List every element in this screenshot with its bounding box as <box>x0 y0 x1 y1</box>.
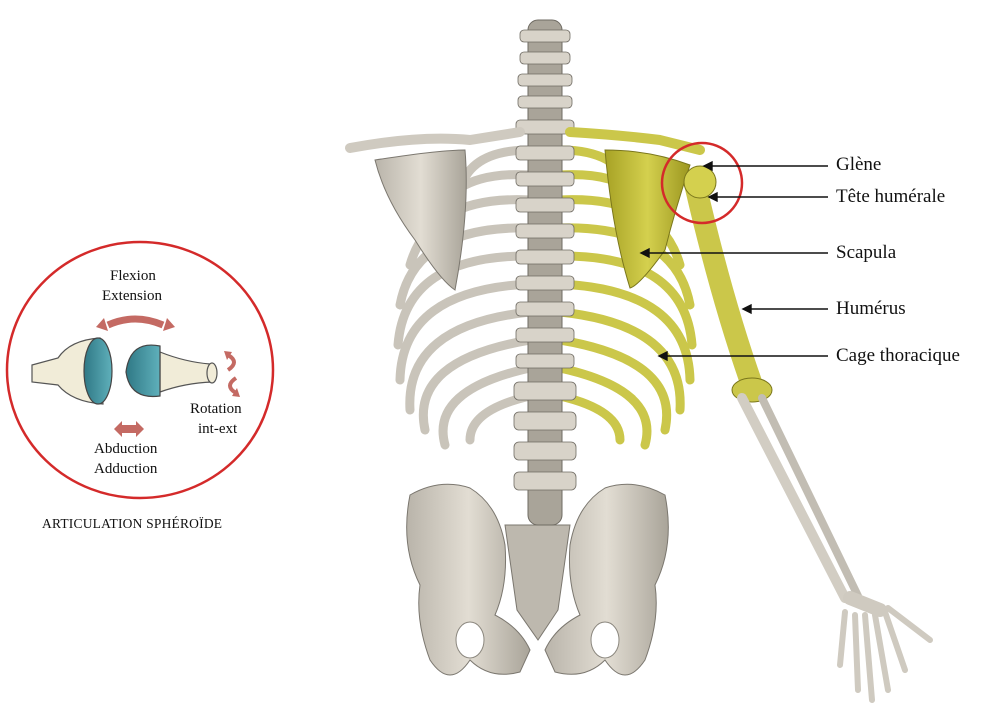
label-extension: Extension <box>102 288 162 305</box>
humerus-leader <box>743 305 828 313</box>
label-cage-thoracique: Cage thoracique <box>836 345 960 367</box>
label-scapula: Scapula <box>836 242 896 264</box>
label-adduction: Adduction <box>94 461 157 478</box>
label-humerus: Humérus <box>836 298 906 320</box>
label-flexion: Flexion <box>110 268 156 285</box>
label-int-ext: int-ext <box>198 421 237 438</box>
humerus <box>684 166 772 402</box>
label-rotation: Rotation <box>190 401 242 418</box>
forearm <box>742 398 858 598</box>
label-tete-humerale: Tête humérale <box>836 186 945 208</box>
tete-humerale-leader <box>709 193 828 201</box>
label-glene: Glène <box>836 154 881 176</box>
spine <box>514 20 576 525</box>
label-abduction: Abduction <box>94 441 157 458</box>
inset-caption: ARTICULATION SPHÉROÏDE <box>42 516 222 532</box>
glene-leader <box>704 162 828 170</box>
hand <box>840 598 930 700</box>
